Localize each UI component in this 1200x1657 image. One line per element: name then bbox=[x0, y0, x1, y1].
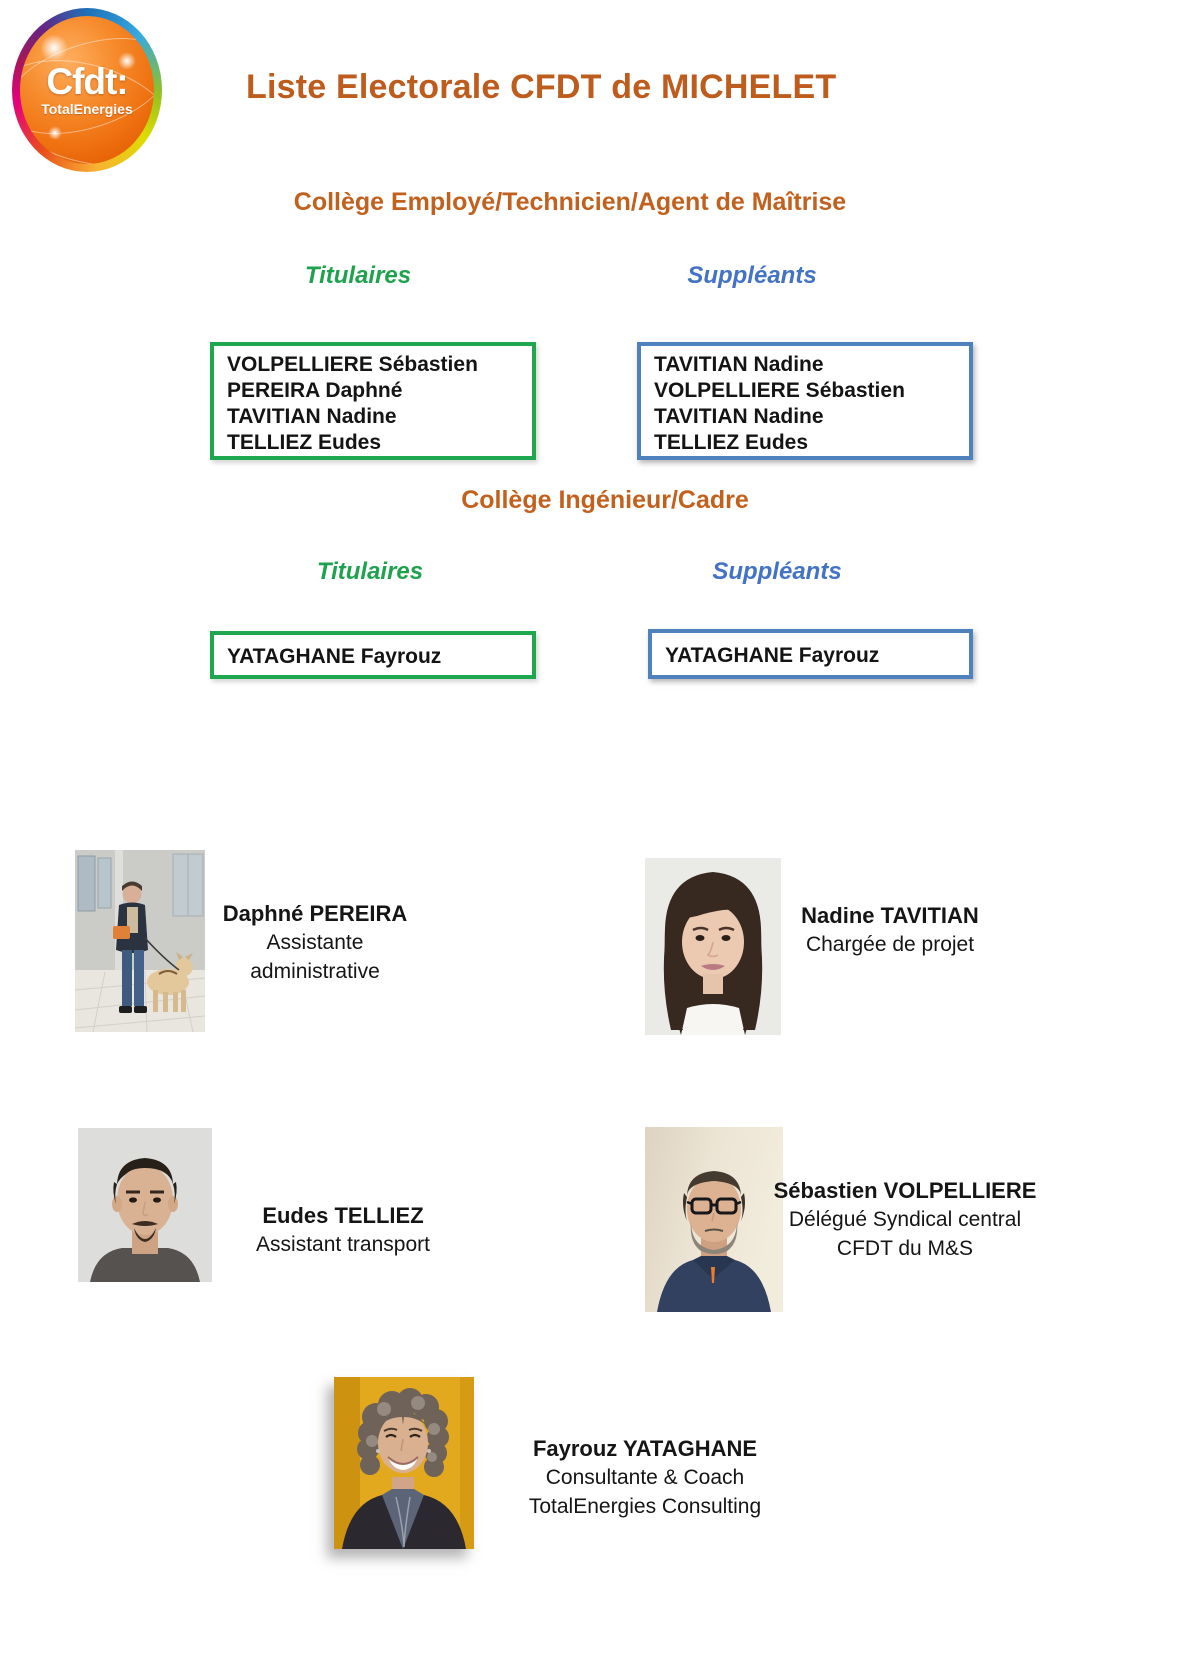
candidate-name: TAVITIAN Nadine bbox=[654, 353, 824, 376]
candidate-name: PEREIRA Daphné bbox=[227, 379, 403, 402]
suppleants-label-cadre: Suppléants bbox=[712, 558, 842, 585]
titulaires-label-etam: Titulaires bbox=[304, 262, 412, 289]
photo-fayrouz-yataghane bbox=[334, 1377, 474, 1549]
person-role: Consultante & Coach bbox=[545, 1466, 745, 1489]
candidate-name: VOLPELLIERE Sébastien bbox=[227, 353, 478, 376]
candidate-name: YATAGHANE Fayrouz bbox=[665, 644, 880, 667]
person-role: Assistante bbox=[266, 931, 364, 954]
person-name: Fayrouz YATAGHANE bbox=[532, 1436, 758, 1461]
suppleants-label-etam: Suppléants bbox=[687, 262, 817, 289]
logo-sparkle bbox=[40, 34, 68, 62]
photo-eudes-telliez bbox=[78, 1128, 212, 1282]
logo-orange-sphere: Cfdt: TotalEnergies bbox=[20, 16, 154, 164]
photo-daphne-pereira bbox=[75, 850, 205, 1032]
candidate-name: VOLPELLIERE Sébastien bbox=[654, 379, 905, 402]
candidate-name: TELLIEZ Eudes bbox=[227, 431, 382, 454]
person-role: TotalEnergies Consulting bbox=[528, 1495, 762, 1518]
titulaires-box-etam: VOLPELLIERE Sébastien PEREIRA Daphné TAV… bbox=[210, 342, 536, 460]
candidate-name: TAVITIAN Nadine bbox=[654, 405, 824, 428]
photo-sebastien-volpelliere bbox=[645, 1127, 783, 1312]
caption-fayrouz-yataghane: Fayrouz YATAGHANE Consultante & Coach To… bbox=[490, 1434, 800, 1521]
person-name: Nadine TAVITIAN bbox=[801, 903, 979, 928]
person-name: Sébastien VOLPELLIERE bbox=[773, 1178, 1037, 1203]
caption-daphne-pereira: Daphné PEREIRA Assistante administrative bbox=[195, 899, 435, 986]
logo-sparkle bbox=[118, 52, 136, 70]
person-role: Chargée de projet bbox=[805, 933, 975, 956]
photo-nadine-tavitian bbox=[645, 858, 781, 1035]
logo-sparkle bbox=[48, 126, 62, 140]
person-role: CFDT du M&S bbox=[836, 1237, 974, 1260]
candidate-name: YATAGHANE Fayrouz bbox=[227, 645, 442, 668]
cfdt-totalenergies-logo: Cfdt: TotalEnergies bbox=[12, 8, 162, 172]
section-heading-cadre: Collège Ingénieur/Cadre bbox=[461, 486, 749, 514]
suppleants-box-cadre: YATAGHANE Fayrouz bbox=[648, 629, 973, 679]
person-role: administrative bbox=[250, 960, 380, 983]
person-role: Délégué Syndical central bbox=[788, 1208, 1022, 1231]
caption-sebastien-volpelliere: Sébastien VOLPELLIERE Délégué Syndical c… bbox=[750, 1176, 1060, 1263]
caption-nadine-tavitian: Nadine TAVITIAN Chargée de projet bbox=[765, 901, 1015, 959]
caption-eudes-telliez: Eudes TELLIEZ Assistant transport bbox=[223, 1201, 463, 1259]
candidate-name: TELLIEZ Eudes bbox=[654, 431, 809, 454]
person-name: Daphné PEREIRA bbox=[222, 901, 408, 926]
titulaires-label-cadre: Titulaires bbox=[316, 558, 424, 585]
candidate-name: TAVITIAN Nadine bbox=[227, 405, 397, 428]
page-title: Liste Electorale CFDT de MICHELET bbox=[246, 68, 837, 106]
person-name: Eudes TELLIEZ bbox=[262, 1203, 424, 1228]
logo-sub-text: TotalEnergies bbox=[41, 101, 133, 117]
suppleants-box-etam: TAVITIAN Nadine VOLPELLIERE Sébastien TA… bbox=[637, 342, 973, 460]
person-role: Assistant transport bbox=[256, 1233, 430, 1256]
titulaires-box-cadre: YATAGHANE Fayrouz bbox=[210, 631, 536, 679]
section-heading-etam: Collège Employé/Technicien/Agent de Maît… bbox=[293, 188, 847, 216]
logo-brand-text: Cfdt: bbox=[46, 61, 128, 102]
